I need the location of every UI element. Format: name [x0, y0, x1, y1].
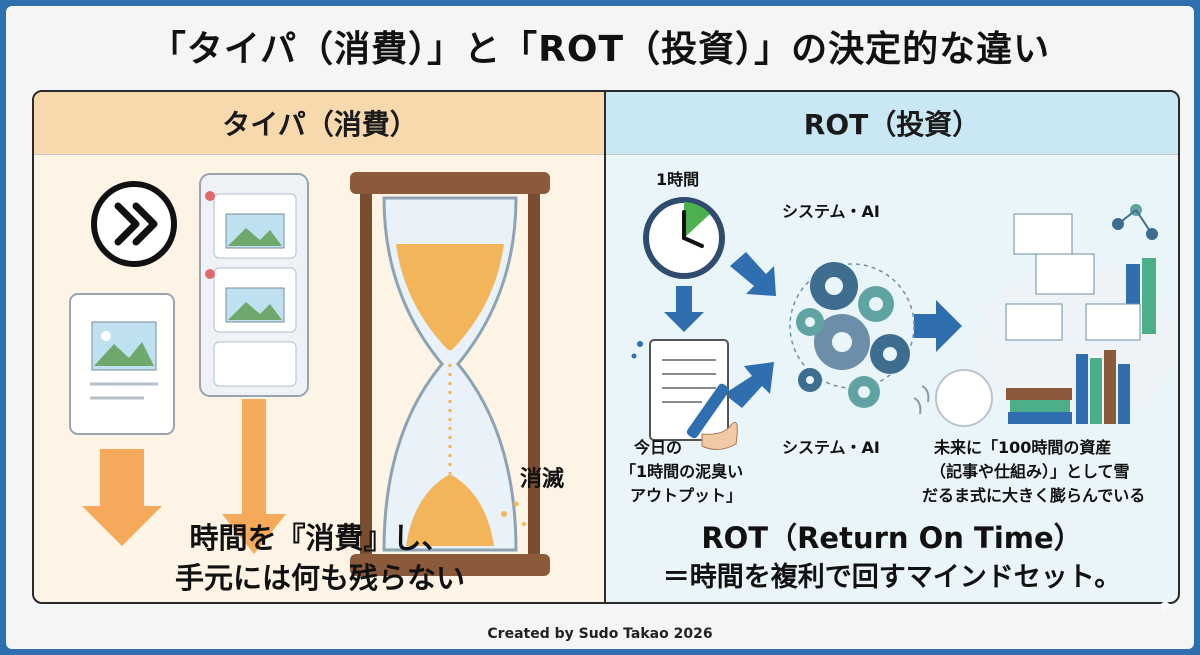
consumption-panel: タイパ（消費） [32, 90, 608, 604]
clock-icon [643, 197, 725, 279]
books-icon [1005, 204, 1158, 424]
phone-feed-icon [199, 173, 309, 554]
future-asset-line-3: だるま式に大きく膨らんでいる [922, 486, 1146, 505]
today-output-line-1: 今日の [634, 438, 683, 457]
fast-forward-icon [91, 181, 177, 267]
today-output-line-2: 「1時間の泥臭い [620, 462, 744, 481]
document-icon [631, 339, 738, 450]
sparkle-icon: ✦ [1156, 594, 1175, 619]
consumption-line-1: 時間を『消費』し、 [189, 521, 451, 555]
investment-illustration [631, 197, 1176, 450]
today-output-line-3: アウトプット」 [630, 486, 743, 505]
vanish-label: 消滅 [520, 467, 565, 492]
future-asset-line-2: （記事や仕組み）」として雪 [930, 462, 1130, 481]
page-title: 「タイパ（消費）」と「ROT（投資）」の決定的な違い [149, 29, 1051, 70]
consumption-illustration [69, 172, 550, 576]
system-label-top: システム・AI [782, 202, 880, 221]
gear-icon [789, 262, 915, 408]
consumption-line-2: 手元には何も残らない [174, 561, 465, 595]
investment-header: ROT（投資） [606, 92, 1178, 155]
rot-line-1: ROT（Return On Time） [701, 521, 1083, 555]
hourglass-icon [350, 172, 550, 576]
future-asset-line-1: 未来に「100時間の資産 [934, 438, 1112, 457]
investment-panel: ROT（投資） [604, 90, 1180, 604]
rot-line-2: ＝時間を複利で回すマインドセット。 [662, 562, 1122, 593]
page: 「タイパ（消費）」と「ROT（投資）」の決定的な違い タイパ（消費） [6, 6, 1194, 649]
system-label-bottom: システム・AI [782, 438, 880, 457]
credit-text: Created by Sudo Takao 2026 [487, 626, 713, 642]
consumption-header: タイパ（消費） [34, 92, 606, 155]
scroll-feed-icon [69, 293, 175, 546]
hour-label: 1時間 [656, 170, 700, 189]
flow-arrows [664, 252, 962, 408]
